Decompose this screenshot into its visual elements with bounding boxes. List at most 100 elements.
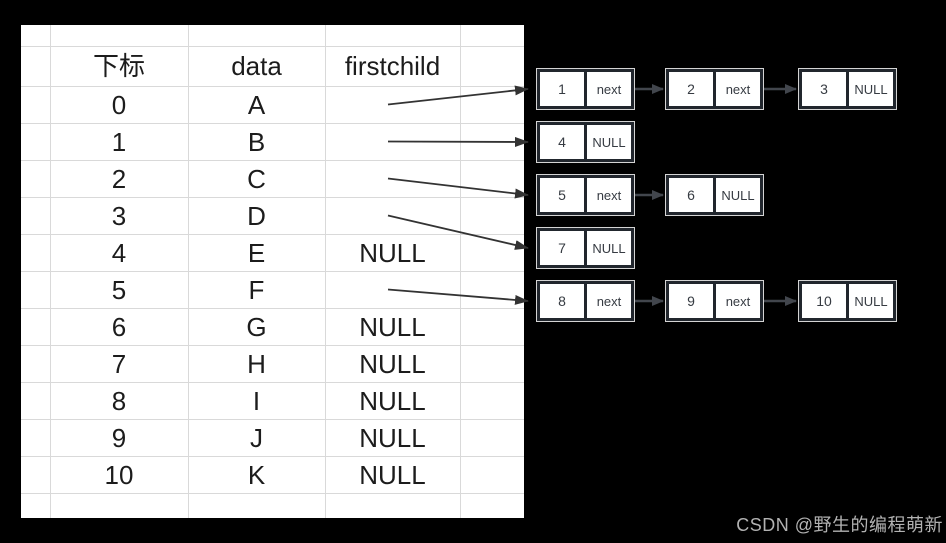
cell-spacer	[459, 233, 525, 272]
cell-spacer	[20, 233, 51, 272]
cell-index-0: 0	[49, 85, 189, 124]
cell-spacer	[324, 492, 461, 519]
cell-data-6: G	[187, 307, 326, 346]
cell-spacer	[20, 455, 51, 494]
cell-spacer	[459, 307, 525, 346]
cell-firstchild-4: NULL	[324, 233, 461, 272]
cell-data-8: I	[187, 381, 326, 420]
cell-spacer	[20, 196, 51, 235]
cell-firstchild-9: NULL	[324, 418, 461, 457]
cell-spacer	[49, 492, 189, 519]
cell-index-2: 2	[49, 159, 189, 198]
cell-spacer	[459, 159, 525, 198]
cell-data-2: C	[187, 159, 326, 198]
node-pointer: next	[716, 72, 760, 106]
cell-data-7: H	[187, 344, 326, 383]
cell-spacer	[187, 24, 326, 47]
cell-spacer	[459, 122, 525, 161]
cell-index-4: 4	[49, 233, 189, 272]
cell-spacer	[49, 24, 189, 47]
node-pointer: NULL	[587, 125, 631, 159]
cell-spacer	[459, 455, 525, 494]
node-pointer: next	[587, 284, 631, 318]
cell-spacer	[20, 45, 51, 87]
node-pointer: NULL	[716, 178, 760, 212]
cell-spacer	[459, 45, 525, 87]
cell-spacer	[459, 24, 525, 47]
cell-spacer	[459, 344, 525, 383]
cell-data-5: F	[187, 270, 326, 309]
cell-index-5: 5	[49, 270, 189, 309]
cell-spacer	[459, 85, 525, 124]
cell-spacer	[20, 122, 51, 161]
cell-spacer	[20, 159, 51, 198]
cell-index-10: 10	[49, 455, 189, 494]
cell-data-9: J	[187, 418, 326, 457]
node-pointer: next	[587, 178, 631, 212]
cell-firstchild-10: NULL	[324, 455, 461, 494]
cell-spacer	[187, 492, 326, 519]
cell-firstchild-0	[324, 85, 461, 124]
watermark-text: CSDN @野生的编程萌新	[736, 515, 943, 535]
cell-firstchild-7: NULL	[324, 344, 461, 383]
cell-data-0: A	[187, 85, 326, 124]
cell-data-4: E	[187, 233, 326, 272]
cell-spacer	[324, 24, 461, 47]
node-value: 7	[540, 231, 584, 265]
node-pointer: NULL	[849, 284, 893, 318]
cell-firstchild-2	[324, 159, 461, 198]
node-pointer: NULL	[849, 72, 893, 106]
cell-firstchild-1	[324, 122, 461, 161]
cell-spacer	[459, 492, 525, 519]
cell-spacer	[20, 85, 51, 124]
node-value: 2	[669, 72, 713, 106]
header-firstchild: firstchild	[324, 45, 461, 87]
cell-firstchild-3	[324, 196, 461, 235]
node-value: 6	[669, 178, 713, 212]
cell-index-9: 9	[49, 418, 189, 457]
cell-index-3: 3	[49, 196, 189, 235]
cell-spacer	[20, 344, 51, 383]
cell-firstchild-8: NULL	[324, 381, 461, 420]
table-row	[20, 24, 525, 47]
table-row	[20, 492, 525, 519]
cell-index-6: 6	[49, 307, 189, 346]
cell-spacer	[459, 418, 525, 457]
cell-spacer	[20, 418, 51, 457]
node-value: 8	[540, 284, 584, 318]
cell-data-10: K	[187, 455, 326, 494]
node-pointer: next	[587, 72, 631, 106]
node-value: 1	[540, 72, 584, 106]
cell-spacer	[459, 196, 525, 235]
header-index: 下标	[49, 45, 189, 87]
header-data: data	[187, 45, 326, 87]
node-value: 5	[540, 178, 584, 212]
cell-spacer	[459, 381, 525, 420]
cell-spacer	[20, 492, 51, 519]
cell-index-8: 8	[49, 381, 189, 420]
cell-spacer	[20, 381, 51, 420]
cell-data-3: D	[187, 196, 326, 235]
node-value: 3	[802, 72, 846, 106]
